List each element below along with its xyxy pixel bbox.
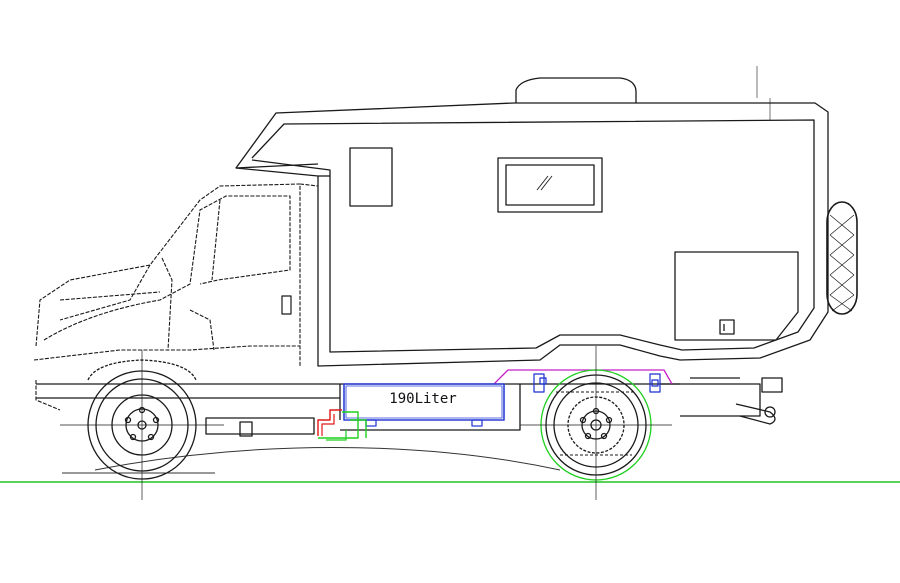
magenta-frame bbox=[493, 369, 673, 385]
rear-wheel bbox=[520, 346, 672, 500]
underbody-curve bbox=[94, 447, 561, 471]
front-wheel bbox=[60, 350, 224, 500]
cab-door-handle bbox=[281, 295, 292, 315]
green-pipe bbox=[318, 411, 367, 439]
rear-frame bbox=[660, 383, 761, 417]
truck-cab bbox=[33, 183, 319, 411]
door-handle bbox=[719, 319, 735, 335]
main-window-inner bbox=[505, 164, 595, 206]
roof-hatch bbox=[515, 77, 637, 103]
rear-hitch bbox=[735, 403, 776, 425]
red-pipe bbox=[317, 409, 342, 436]
fuel-tank-label: 190Liter bbox=[389, 391, 457, 407]
main-window-outer bbox=[497, 157, 603, 213]
camper-box-inner bbox=[251, 119, 815, 353]
fuel-tank bbox=[343, 383, 505, 421]
camper-box-outer bbox=[235, 102, 829, 367]
spare-tire bbox=[826, 201, 858, 315]
rear-door bbox=[674, 251, 799, 341]
side-window-small bbox=[349, 147, 393, 207]
